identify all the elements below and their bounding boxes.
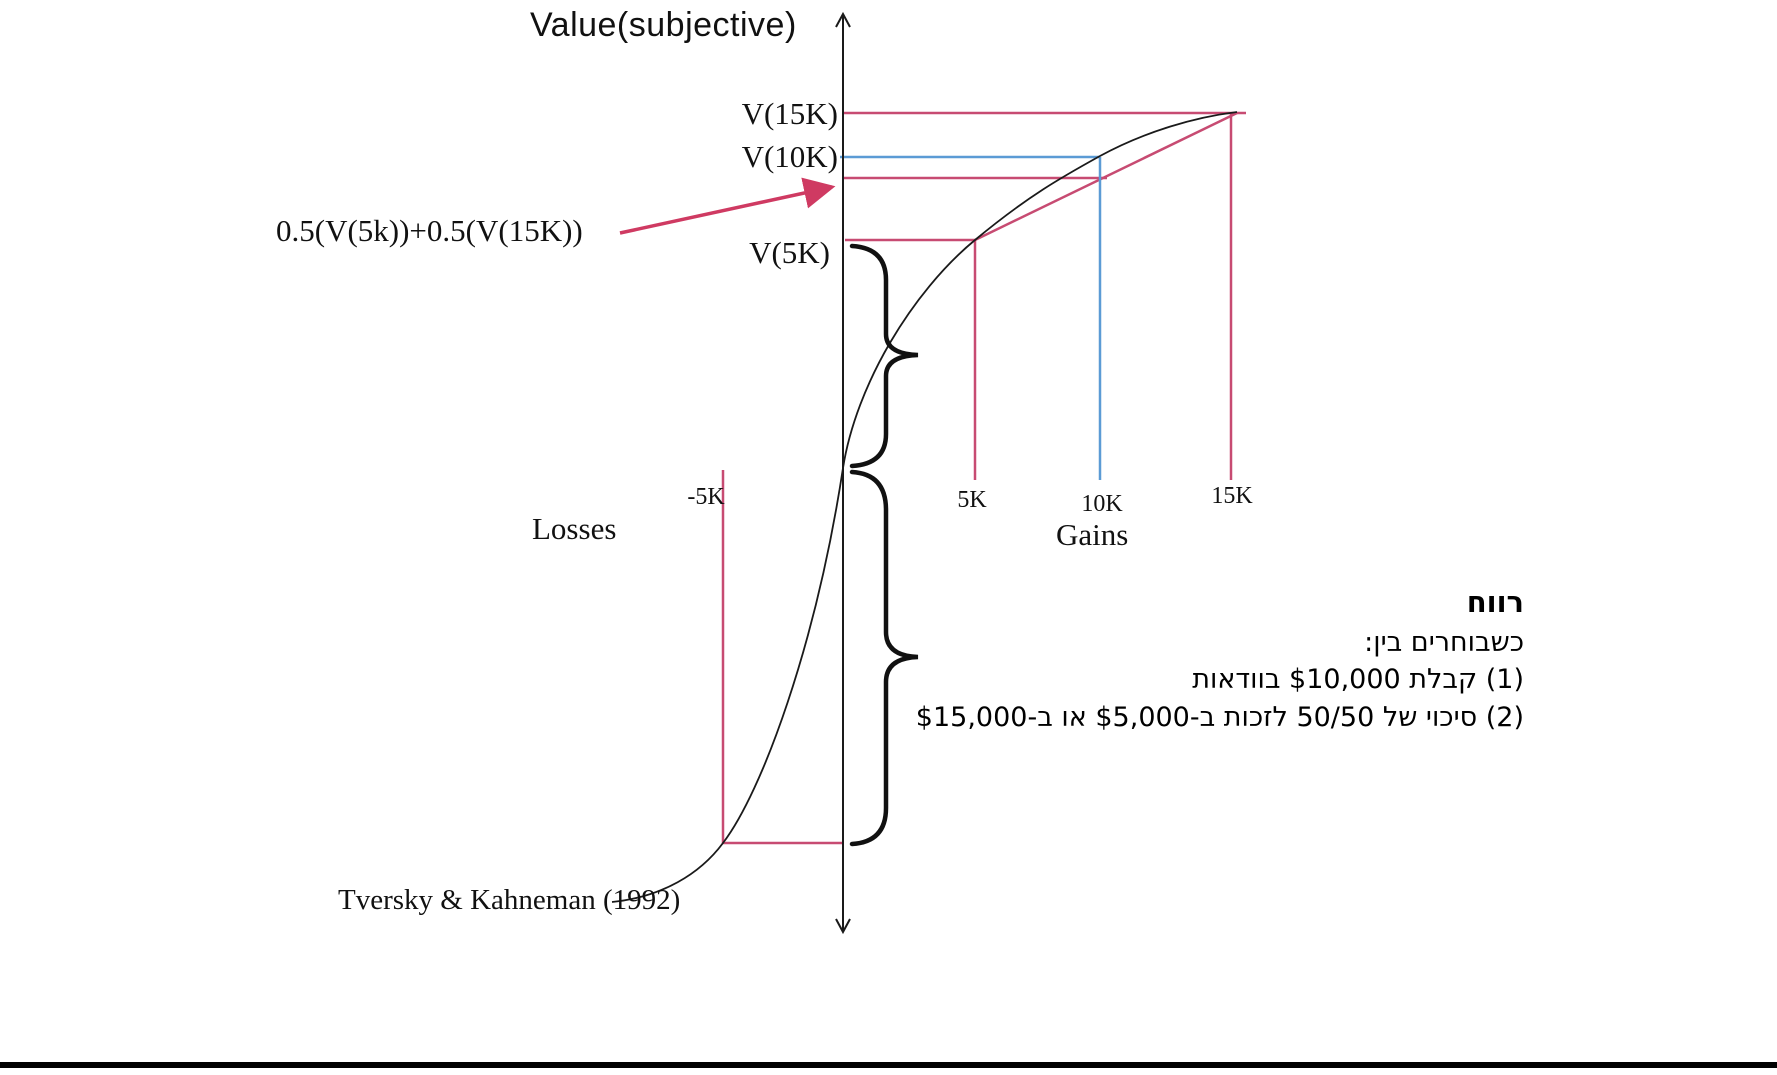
- construction-lines-blue: [840, 155, 1102, 480]
- hebrew-note-line3: (2) סיכוי של 50/50 לזכות ב-$5,000 או ב-$…: [915, 701, 1524, 733]
- x-tick-10k: 10K: [1081, 491, 1123, 517]
- gain-span-brace: [849, 243, 919, 469]
- hebrew-note-title: רווח: [1466, 585, 1524, 619]
- v5k-label: V(5K): [749, 235, 830, 270]
- slide-bottom-border: [0, 1062, 1777, 1068]
- chart-title: Value(subjective): [530, 6, 797, 44]
- gains-axis-label: Gains: [1056, 517, 1129, 552]
- axis-arrow-top-icon: [835, 11, 851, 28]
- losses-axis-label: Losses: [532, 511, 617, 546]
- value-axis: [835, 11, 851, 935]
- value-curve: [611, 111, 1238, 903]
- hebrew-note: רווח כשבוחרים בין: (1) קבלת $10,000 בווד…: [764, 582, 1524, 736]
- loss-span-brace: [849, 469, 919, 847]
- braces: [849, 243, 919, 847]
- attribution: Tversky & Kahneman (1992): [338, 884, 681, 916]
- axis-arrow-bottom-icon: [835, 918, 851, 935]
- x-tick-neg5k: -5K: [687, 484, 725, 510]
- x-tick-15k: 15K: [1211, 483, 1253, 509]
- construction-lines-pink: [721, 111, 1246, 845]
- expected-value-arrow: [619, 177, 836, 235]
- v10k-label: V(10K): [741, 139, 838, 174]
- v15k-label: V(15K): [741, 96, 838, 131]
- x-tick-5k: 5K: [957, 487, 987, 513]
- chord-5k-15k-line: [974, 111, 1238, 242]
- hebrew-note-line2: (1) קבלת $10,000 בוודאות: [1192, 664, 1524, 696]
- hebrew-note-line1: כשבוחרים בין:: [1364, 627, 1524, 659]
- expected-value-label: 0.5(V(5k))+0.5(V(15K)): [276, 213, 583, 248]
